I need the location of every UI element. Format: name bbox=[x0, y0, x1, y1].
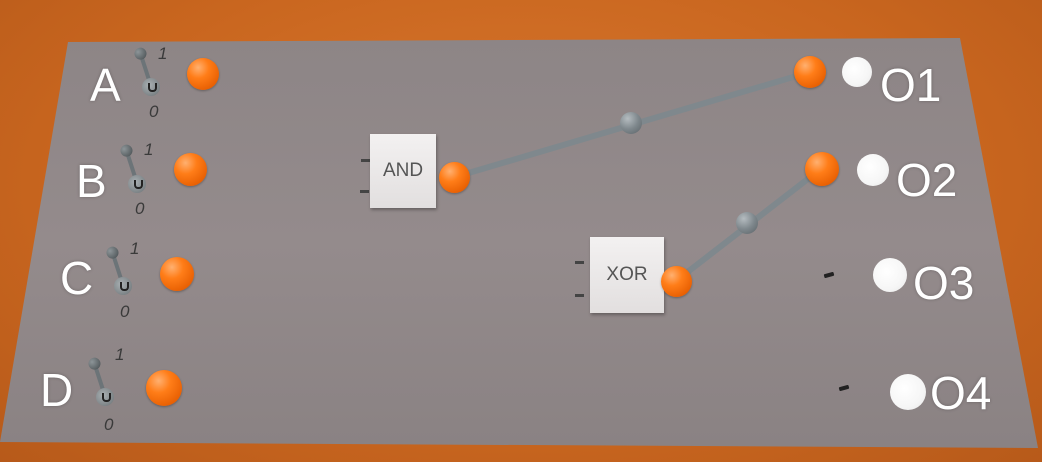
input-d-connector[interactable] bbox=[146, 370, 182, 406]
xor-gate-label: XOR bbox=[606, 264, 648, 285]
output-label-o4: O4 bbox=[930, 367, 992, 419]
output-label-o3: O3 bbox=[913, 257, 975, 309]
switch-c-high-label: 1 bbox=[130, 239, 140, 258]
switch-b-low-label: 0 bbox=[135, 199, 145, 218]
input-b-connector[interactable] bbox=[174, 153, 207, 186]
output-label-o1: O1 bbox=[880, 59, 942, 111]
and-gate-input-pin-1[interactable] bbox=[361, 159, 370, 162]
switch-d-low-label: 0 bbox=[104, 415, 114, 434]
switch-base bbox=[96, 388, 114, 406]
switch-a-low-label: 0 bbox=[149, 102, 159, 121]
board-surface bbox=[0, 38, 1038, 448]
switch-b-high-label: 1 bbox=[144, 140, 154, 159]
input-a-connector[interactable] bbox=[187, 58, 219, 90]
and-gate-label: AND bbox=[382, 160, 424, 181]
output-o2-connector[interactable] bbox=[805, 152, 839, 186]
switch-base bbox=[142, 78, 160, 96]
output-o3-bulb-icon bbox=[873, 258, 907, 292]
toggle-switch-a[interactable] bbox=[132, 44, 160, 96]
xor-gate-output-connector[interactable] bbox=[661, 266, 692, 297]
wire-and-o1-joint[interactable] bbox=[620, 112, 642, 134]
toggle-switch-d[interactable] bbox=[86, 354, 114, 406]
switch-a-high-label: 1 bbox=[158, 44, 168, 63]
switch-c-low-label: 0 bbox=[120, 302, 130, 321]
output-label-o2: O2 bbox=[896, 154, 958, 206]
toggle-switch-b[interactable] bbox=[118, 141, 146, 193]
and-gate-output-connector[interactable] bbox=[439, 162, 470, 193]
input-c-connector[interactable] bbox=[160, 257, 194, 291]
xor-gate-input-pin-1[interactable] bbox=[575, 261, 584, 264]
input-label-a: A bbox=[90, 59, 121, 111]
switch-base bbox=[114, 277, 132, 295]
xor-gate-input-pin-2[interactable] bbox=[575, 294, 584, 297]
output-o1-bulb-icon bbox=[842, 57, 872, 87]
and-gate[interactable]: AND bbox=[370, 134, 436, 208]
output-o4-bulb-icon bbox=[890, 374, 926, 410]
output-o2-bulb-icon bbox=[857, 154, 889, 186]
xor-gate[interactable]: XOR bbox=[590, 237, 664, 313]
input-label-d: D bbox=[40, 364, 74, 416]
input-label-c: C bbox=[60, 252, 94, 304]
switch-base bbox=[128, 175, 146, 193]
toggle-switch-c[interactable] bbox=[104, 243, 132, 295]
output-o1-connector[interactable] bbox=[794, 56, 826, 88]
wire-xor-o2-joint[interactable] bbox=[736, 212, 758, 234]
switch-d-high-label: 1 bbox=[115, 345, 125, 364]
and-gate-input-pin-2[interactable] bbox=[360, 190, 369, 193]
input-label-b: B bbox=[76, 155, 107, 207]
